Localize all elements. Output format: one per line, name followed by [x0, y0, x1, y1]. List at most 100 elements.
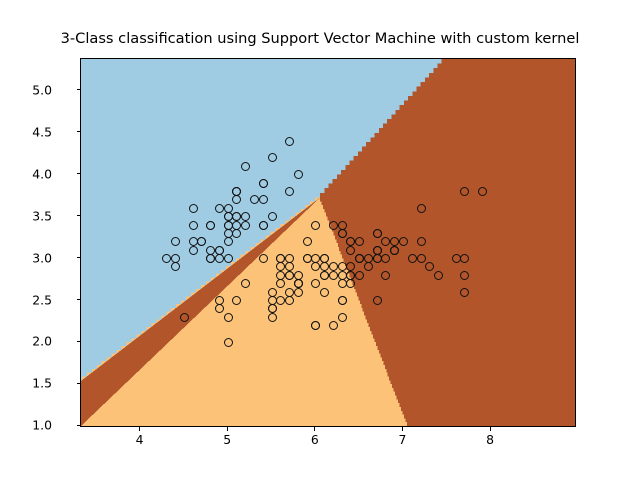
scatter-point: [355, 237, 365, 247]
x-tick-label: 4: [135, 432, 144, 447]
scatter-point: [276, 279, 286, 289]
scatter-point: [188, 245, 198, 255]
y-tick-label: 5.0: [32, 82, 52, 98]
scatter-point-layer: [81, 59, 575, 426]
x-tick-label: 8: [486, 432, 495, 447]
decision-region-class-0: [81, 59, 446, 426]
y-tick-mark: [76, 173, 80, 175]
scatter-point: [267, 304, 277, 314]
scatter-point: [232, 228, 242, 238]
scatter-point: [223, 337, 233, 347]
scatter-point: [232, 220, 242, 230]
x-tick-mark: [226, 427, 228, 431]
y-tick-label: 2.0: [32, 333, 52, 349]
scatter-point: [285, 296, 295, 306]
scatter-point: [171, 262, 181, 272]
x-tick-label: 7: [398, 432, 407, 447]
x-tick-mark: [401, 427, 404, 431]
scatter-point: [346, 237, 356, 247]
y-tick-label: 3.5: [32, 208, 52, 224]
scatter-point: [346, 279, 356, 289]
scatter-point: [276, 254, 286, 264]
scatter-point: [337, 312, 347, 322]
y-tick-label: 1.0: [32, 417, 52, 433]
scatter-point: [425, 262, 435, 272]
scatter-point: [320, 254, 330, 264]
scatter-point: [214, 304, 224, 314]
scatter-point: [171, 237, 181, 247]
scatter-point: [460, 270, 470, 280]
scatter-point: [346, 245, 356, 255]
scatter-point: [267, 312, 277, 322]
scatter-point: [276, 270, 286, 280]
scatter-point: [320, 270, 330, 280]
scatter-point: [285, 187, 295, 196]
scatter-point: [232, 212, 242, 222]
scatter-point: [337, 296, 347, 306]
y-tick-label: 3.0: [32, 250, 52, 266]
scatter-point: [232, 195, 242, 205]
y-tick-mark: [76, 382, 80, 384]
scatter-point: [171, 254, 181, 264]
scatter-point: [381, 237, 391, 247]
scatter-point: [241, 279, 251, 289]
x-tick-mark: [139, 427, 141, 431]
scatter-point: [250, 195, 259, 205]
x-tick-mark: [489, 427, 491, 431]
scatter-point: [381, 270, 391, 280]
scatter-point: [311, 321, 321, 331]
scatter-point: [214, 296, 224, 306]
scatter-point: [285, 270, 295, 280]
scatter-point: [407, 254, 417, 264]
scatter-point: [214, 203, 224, 213]
scatter-point: [293, 287, 303, 297]
y-tick-mark: [76, 89, 80, 91]
scatter-point: [258, 195, 268, 205]
scatter-point: [293, 170, 303, 180]
y-tick-mark: [76, 131, 80, 133]
scatter-point: [214, 254, 224, 264]
scatter-point: [188, 203, 198, 213]
x-tick-label: 6: [310, 432, 319, 447]
y-tick-label: 4.0: [32, 166, 52, 182]
x-tick-label: 5: [223, 432, 232, 447]
x-tick-mark: [314, 427, 316, 431]
scatter-point: [328, 270, 338, 280]
scatter-point: [258, 254, 268, 264]
y-tick-mark: [76, 340, 80, 343]
scatter-point: [460, 187, 470, 196]
scatter-point: [363, 262, 373, 272]
scatter-point: [320, 287, 330, 297]
scatter-point: [337, 220, 347, 230]
scatter-point: [179, 312, 189, 322]
scatter-point: [372, 228, 382, 238]
scatter-point: [223, 212, 233, 222]
scatter-point: [258, 220, 268, 230]
scatter-point: [337, 228, 347, 238]
scatter-point: [206, 254, 216, 264]
scatter-point: [390, 237, 400, 247]
scatter-point: [223, 237, 233, 247]
scatter-point: [232, 187, 242, 196]
scatter-point: [398, 237, 408, 247]
scatter-point: [337, 270, 347, 280]
scatter-point: [258, 178, 268, 188]
scatter-point: [477, 187, 487, 196]
scatter-point: [206, 220, 216, 230]
scatter-point: [267, 296, 277, 306]
scatter-point: [223, 312, 233, 322]
scatter-point: [328, 220, 338, 230]
scatter-point: [328, 321, 338, 331]
y-tick-label: 2.5: [32, 292, 52, 308]
scatter-point: [276, 296, 286, 306]
y-tick-mark: [76, 299, 80, 301]
scatter-point: [223, 254, 233, 264]
scatter-point: [311, 254, 321, 264]
scatter-point: [416, 237, 426, 247]
y-tick-mark: [76, 424, 80, 426]
y-tick-label: 4.5: [32, 124, 52, 140]
scatter-point: [302, 254, 312, 264]
scatter-point: [214, 245, 224, 255]
scatter-point: [197, 237, 207, 247]
